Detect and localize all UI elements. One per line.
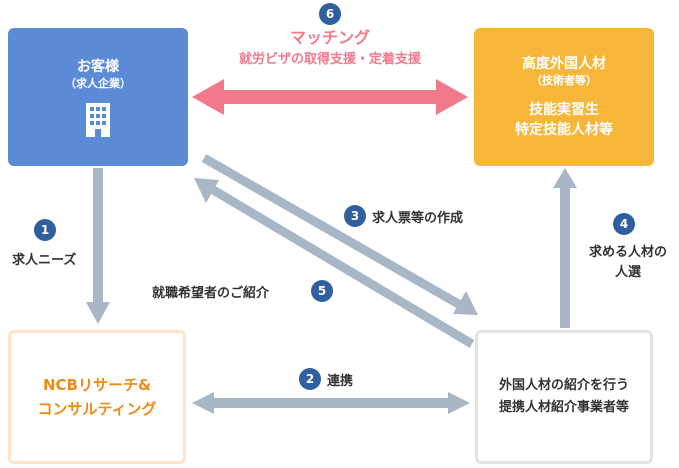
arrow-selection-up bbox=[553, 168, 577, 328]
client-title: お客様 bbox=[77, 59, 119, 75]
ncb-line1: NCBリサーチ& bbox=[42, 376, 152, 394]
step-4-label-line2: 人選 bbox=[614, 265, 641, 280]
client-subtitle: （求人企業） bbox=[65, 77, 131, 90]
talent-subtitle: （技術者等） bbox=[531, 74, 597, 87]
arrow-cooperation bbox=[192, 392, 470, 414]
ncb-box: NCBリサーチ& コンサルティング bbox=[8, 330, 186, 464]
arrow-job-posting bbox=[201, 154, 478, 315]
foreign-talent-box: 高度外国人材 （技術者等） 技能実習生 特定技能人材等 bbox=[474, 28, 654, 166]
step-2-badge: 2 bbox=[299, 368, 321, 390]
step-3-label: 求人票等の作成 bbox=[372, 211, 464, 226]
talent-title: 高度外国人材 bbox=[522, 56, 606, 72]
agency-box: 外国人材の紹介を行う 提携人材紹介事業者等 bbox=[475, 330, 653, 464]
arrow-referral bbox=[194, 178, 475, 348]
talent-line2: 特定技能人材等 bbox=[515, 122, 613, 138]
talent-line1: 技能実習生 bbox=[529, 102, 599, 118]
matching-subtitle: 就労ビザの取得支援・定着支援 bbox=[238, 52, 421, 67]
ncb-line2: コンサルティング bbox=[37, 400, 157, 418]
building-icon bbox=[86, 103, 110, 137]
step-3-badge: 3 bbox=[344, 205, 366, 227]
step-6-badge: 6 bbox=[319, 3, 341, 25]
step-4-badge: 4 bbox=[613, 213, 635, 235]
step-1-label: 求人ニーズ bbox=[12, 253, 77, 268]
arrow-needs-down bbox=[86, 168, 110, 324]
client-box: お客様 （求人企業） bbox=[8, 28, 188, 166]
matching-double-arrow bbox=[192, 79, 468, 115]
step-2-label: 連携 bbox=[327, 374, 354, 389]
step-4-label-line1: 求める人材の bbox=[588, 245, 667, 260]
step-5-badge: 5 bbox=[311, 280, 333, 302]
agency-line2: 提携人材紹介事業者等 bbox=[498, 400, 629, 415]
step-1-badge: 1 bbox=[34, 219, 56, 241]
agency-line1: 外国人材の紹介を行う bbox=[498, 378, 629, 393]
step-5-label: 就職希望者のご紹介 bbox=[152, 286, 270, 301]
matching-title: マッチング bbox=[289, 28, 370, 47]
